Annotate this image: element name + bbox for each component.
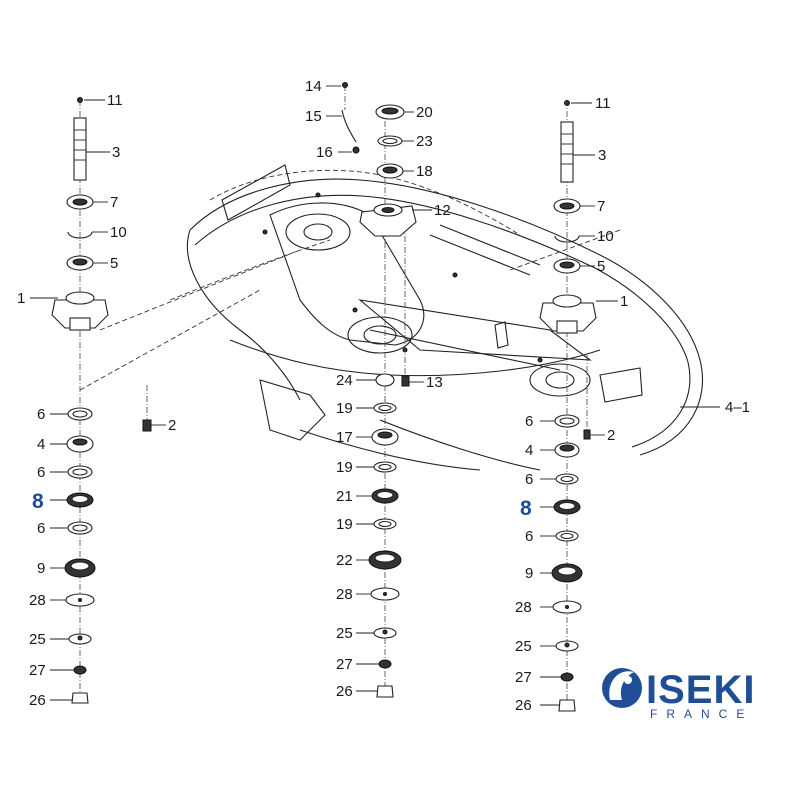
logo-name: ISEKI xyxy=(646,668,755,712)
label-10-right: 10 xyxy=(597,228,614,245)
seal-part-8-right xyxy=(558,501,576,511)
label-5-right: 5 xyxy=(597,258,605,275)
label-7-right: 7 xyxy=(597,198,605,215)
label-9-left: 9 xyxy=(37,560,45,577)
label-6a-left: 6 xyxy=(37,406,45,423)
housing-part-1-left xyxy=(51,291,109,331)
seal-part-8-left xyxy=(71,494,89,504)
label-8-right-highlight: 8 xyxy=(520,497,532,520)
housing-part-1-right xyxy=(539,294,597,334)
label-25-right: 25 xyxy=(515,638,532,655)
label-6c-left: 6 xyxy=(37,520,45,537)
label-17: 17 xyxy=(336,429,353,446)
label-3-left: 3 xyxy=(112,144,120,161)
housing-part-12 xyxy=(359,203,417,237)
iseki-france-logo: ISEKI FRANCE xyxy=(602,668,755,721)
label-20: 20 xyxy=(416,104,433,121)
label-18: 18 xyxy=(416,163,433,180)
bolt-part-2-left xyxy=(142,419,152,432)
label-1-left: 1 xyxy=(17,290,25,307)
part-11-left xyxy=(77,97,83,103)
label-4-left: 4 xyxy=(37,436,45,453)
label-19b: 19 xyxy=(336,459,353,476)
label-14: 14 xyxy=(305,78,322,95)
label-19c: 19 xyxy=(336,516,353,533)
label-6a-right: 6 xyxy=(525,413,533,430)
label-16: 16 xyxy=(316,144,333,161)
label-6b-right: 6 xyxy=(525,471,533,488)
label-5-left: 5 xyxy=(110,255,118,272)
label-28-right: 28 xyxy=(515,599,532,616)
label-27-right: 27 xyxy=(515,669,532,686)
label-6b-left: 6 xyxy=(37,464,45,481)
label-13: 13 xyxy=(426,374,443,391)
label-27-center: 27 xyxy=(336,656,353,673)
label-3-right: 3 xyxy=(598,147,606,164)
label-8-left-highlight: 8 xyxy=(32,490,44,513)
label-26-center: 26 xyxy=(336,683,353,700)
label-15: 15 xyxy=(305,108,322,125)
right-spindle-stack xyxy=(539,100,597,712)
label-11-left: 11 xyxy=(107,92,123,109)
label-26-left: 26 xyxy=(29,692,46,709)
iseki-logo-icon xyxy=(602,668,642,708)
label-10-left: 10 xyxy=(110,224,127,241)
label-24: 24 xyxy=(336,372,353,389)
bearing-part-7-left xyxy=(72,198,88,206)
label-25-center: 25 xyxy=(336,625,353,642)
label-1-right: 1 xyxy=(620,293,628,310)
label-19a: 19 xyxy=(336,400,353,417)
label-23: 23 xyxy=(416,133,433,150)
label-7-left: 7 xyxy=(110,194,118,211)
part-labels: 11 3 7 10 5 1 6 4 6 8 6 9 28 25 27 26 2 … xyxy=(17,78,750,714)
label-21: 21 xyxy=(336,488,353,505)
label-4-right: 4 xyxy=(525,442,533,459)
center-spindle-stack xyxy=(341,82,417,698)
shaft-part-3-left xyxy=(73,117,87,181)
leader-lines xyxy=(30,85,720,706)
label-26-right: 26 xyxy=(515,697,532,714)
logo-subtitle: FRANCE xyxy=(650,707,753,721)
shaft-part-3-right xyxy=(560,121,574,183)
mower-deck xyxy=(79,164,704,471)
label-4-1: 4–1 xyxy=(725,399,750,416)
label-28-center: 28 xyxy=(336,586,353,603)
label-11-right: 11 xyxy=(595,95,611,112)
label-9-right: 9 xyxy=(525,565,533,582)
label-2-right: 2 xyxy=(607,427,615,444)
label-27-left: 27 xyxy=(29,662,46,679)
label-25-left: 25 xyxy=(29,631,46,648)
label-12: 12 xyxy=(434,202,451,219)
label-22: 22 xyxy=(336,552,353,569)
label-2-left: 2 xyxy=(168,417,176,434)
label-6c-right: 6 xyxy=(525,528,533,545)
assembly-axes xyxy=(79,85,588,705)
bearing-part-5-left xyxy=(72,258,88,266)
label-28-left: 28 xyxy=(29,592,46,609)
